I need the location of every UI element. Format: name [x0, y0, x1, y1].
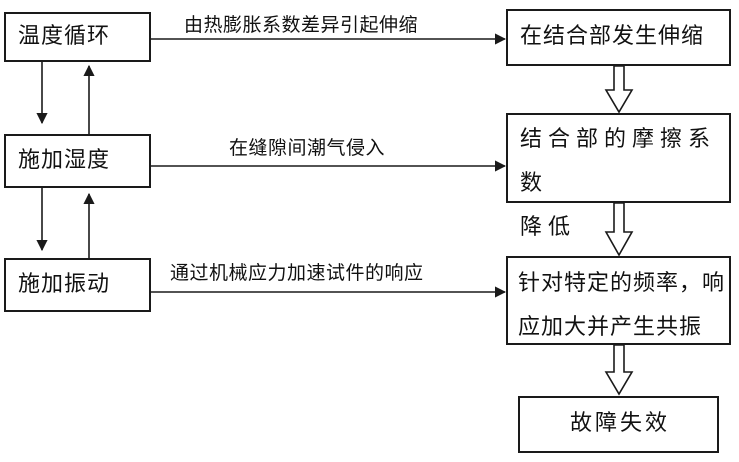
- node-failure-label: 故障失效: [570, 411, 671, 436]
- node-temperature-cycle: [4, 12, 151, 62]
- hollow-arrow-3: [604, 344, 634, 396]
- edge-label-moisture: 在缝隙间潮气侵入: [229, 137, 386, 159]
- node-friction-line1: 结合部的摩擦系数: [520, 127, 717, 196]
- node-failure: [518, 396, 719, 453]
- node-expansion: [506, 9, 731, 66]
- node-apply-vibration-label: 施加振动: [18, 272, 111, 297]
- node-friction-line2: 降低: [520, 215, 577, 240]
- node-apply-vibration: [4, 258, 151, 312]
- edge-label-vibration: 通过机械应力加速试件的响应: [170, 262, 424, 284]
- node-resonance-label: 针对特定的频率，响 应加大并产生共振: [518, 262, 728, 350]
- node-resonance: [506, 256, 731, 345]
- node-friction-label: 结合部的摩擦系数 降低: [520, 118, 725, 250]
- node-resonance-line1: 针对特定的频率，响: [518, 271, 726, 296]
- node-apply-humidity: [4, 134, 151, 188]
- edge-label-thermal: 由热膨胀系数差异引起伸缩: [184, 14, 419, 36]
- node-friction: [506, 113, 731, 203]
- hollow-arrow-1: [604, 65, 634, 114]
- node-temperature-cycle-label: 温度循环: [18, 24, 111, 49]
- node-expansion-label: 在结合部发生伸缩: [520, 24, 705, 49]
- node-apply-humidity-label: 施加湿度: [18, 148, 111, 173]
- hollow-arrow-2: [604, 202, 634, 257]
- node-resonance-line2: 应加大并产生共振: [518, 315, 703, 340]
